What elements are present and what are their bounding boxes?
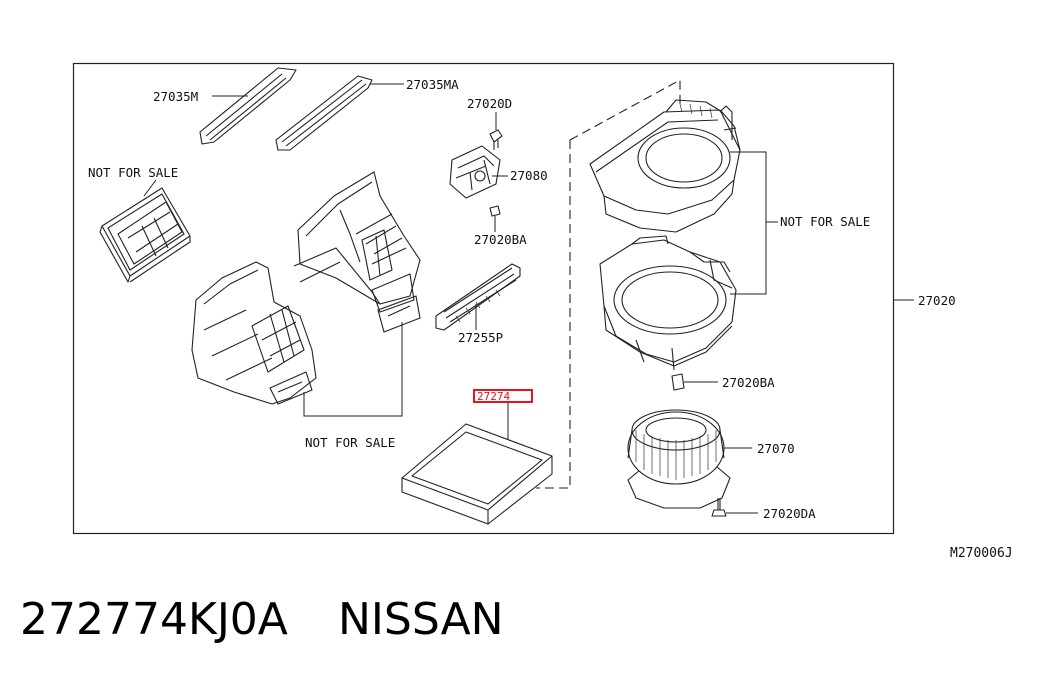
part-27070[interactable] <box>627 409 731 509</box>
caption-brand: NISSAN <box>338 594 504 645</box>
part-duct-housing-lower <box>191 261 317 405</box>
part-duct-housing-upper <box>293 171 421 333</box>
part-27020BA-right[interactable] <box>671 373 685 391</box>
part-27274-cabin-filter[interactable] <box>401 423 553 525</box>
label-27035M: 27035M <box>153 89 198 104</box>
part-27080[interactable] <box>449 145 501 199</box>
part-blower-housing-lower <box>599 235 737 371</box>
part-27255P[interactable] <box>435 263 521 331</box>
part-27020D[interactable] <box>489 129 503 150</box>
label-27020: 27020 <box>918 293 956 308</box>
label-not-for-sale-right: NOT FOR SALE <box>780 214 870 229</box>
part-27035M[interactable] <box>199 67 297 145</box>
part-27035MA[interactable] <box>275 75 373 151</box>
label-27035MA: 27035MA <box>406 77 459 92</box>
leader-nfs-bottom <box>303 322 403 417</box>
label-27070: 27070 <box>757 441 795 456</box>
label-27274[interactable]: 27274 <box>477 390 510 403</box>
diagram-frame <box>72 62 895 535</box>
label-27020D: 27020D <box>467 96 512 111</box>
label-27020BA-top: 27020BA <box>474 232 527 247</box>
label-27255P: 27255P <box>458 330 503 345</box>
label-not-for-sale-left: NOT FOR SALE <box>88 165 178 180</box>
label-27020BA-right: 27020BA <box>722 375 775 390</box>
leader-dashed-27020 <box>536 79 681 489</box>
part-27020DA[interactable] <box>711 498 727 517</box>
label-27020DA: 27020DA <box>763 506 816 521</box>
diagram-reference-code: M270006J <box>950 546 1013 561</box>
part-blower-housing-upper <box>589 99 741 233</box>
label-27080: 27080 <box>510 168 548 183</box>
part-27020BA-top[interactable] <box>489 205 501 217</box>
leader-nfs-right <box>730 151 778 295</box>
caption-part-number: 272774KJ0A <box>20 594 288 645</box>
parts-diagram: 27035M 27035MA 27020D 27080 27020BA 2725… <box>72 62 1013 561</box>
label-not-for-sale-bottom: NOT FOR SALE <box>305 435 395 450</box>
highlight-box-27274 <box>473 389 533 403</box>
part-filter-frame-left[interactable] <box>99 187 191 283</box>
